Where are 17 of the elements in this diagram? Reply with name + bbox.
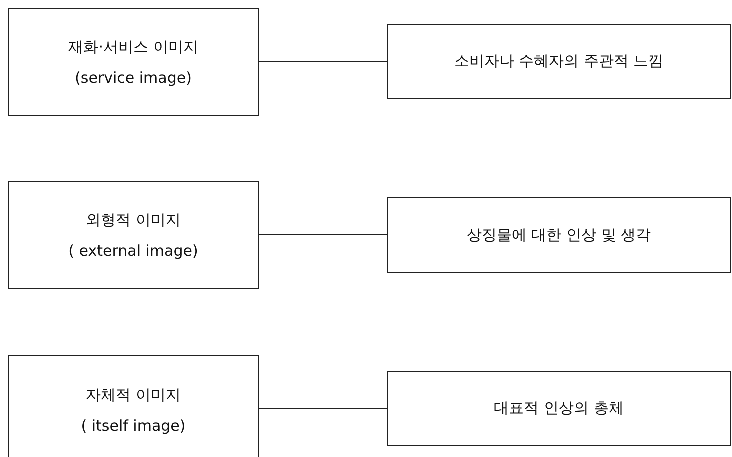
text-box xyxy=(387,371,731,446)
box-text: 상징물에 대한 인상 및 생각 xyxy=(466,226,652,244)
box-text: 외형적 이미지 xyxy=(86,210,181,230)
box-text: 재화·서비스 이미지 xyxy=(68,38,198,56)
box-text: 소비자나 수혜자의 주관적 느낌 xyxy=(454,52,664,71)
box-text: ( itself image) xyxy=(81,416,186,434)
text-box xyxy=(8,355,259,457)
box-text: 자체적 이미지 xyxy=(86,386,181,404)
text-box xyxy=(8,181,259,289)
box-text: ( external image) xyxy=(68,242,198,260)
box-text: (service image) xyxy=(75,68,192,86)
box-text: 대표적 인상의 총체 xyxy=(494,399,624,418)
text-box xyxy=(387,24,731,99)
connector-line xyxy=(258,408,388,410)
text-box xyxy=(8,8,259,116)
connector-line xyxy=(258,234,388,236)
text-box xyxy=(387,197,731,273)
